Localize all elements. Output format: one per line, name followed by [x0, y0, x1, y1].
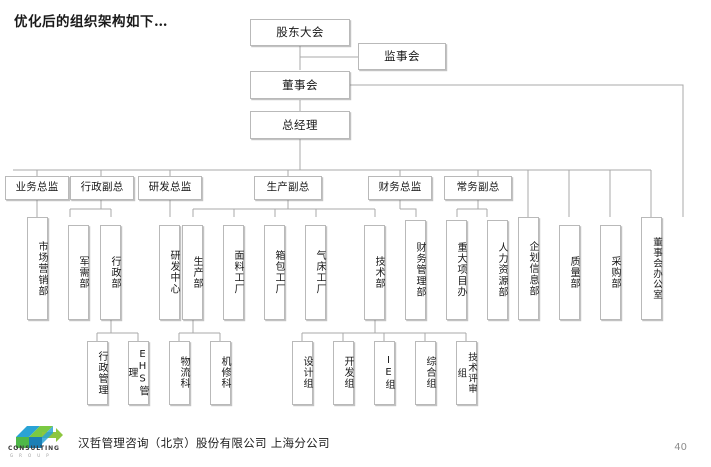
node-ie-group[interactable]: IE组	[374, 341, 395, 405]
node-quality-department[interactable]: 质量部	[559, 225, 580, 320]
node-rd-director[interactable]: 研发总监	[138, 176, 202, 200]
node-business-director[interactable]: 业务总监	[5, 176, 69, 200]
node-board-of-directors[interactable]: 董事会	[250, 71, 350, 99]
node-production-department[interactable]: 生产部	[182, 225, 203, 320]
node-finance-director[interactable]: 财务总监	[368, 176, 432, 200]
page-number: 40	[674, 442, 687, 453]
node-administration-department[interactable]: 行政部	[100, 225, 121, 320]
logo-wordmark: CONSULTING	[8, 445, 60, 452]
node-admin-vice-president[interactable]: 行政副总	[70, 176, 134, 200]
footer: CONSULTING G R O U P 汉哲管理咨询（北京）股份有限公司 上海…	[0, 411, 711, 467]
node-financial-management-department[interactable]: 财务管理部	[405, 220, 426, 320]
node-general-affairs-group[interactable]: 综合组	[415, 341, 436, 405]
node-planning-information-department[interactable]: 企划信息部	[518, 217, 539, 320]
footer-company-name: 汉哲管理咨询（北京）股份有限公司 上海分公司	[78, 436, 330, 450]
node-luggage-factory[interactable]: 箱包工厂	[264, 225, 285, 320]
node-military-supplies-department[interactable]: 军需部	[68, 225, 89, 320]
page-title: 优化后的组织架构如下…	[14, 14, 168, 30]
node-supervisory-board[interactable]: 监事会	[358, 43, 446, 70]
node-executive-vice-president[interactable]: 常务副总	[444, 176, 512, 200]
node-ehs-management-group[interactable]: EHS管理	[126, 341, 149, 405]
node-rd-center[interactable]: 研发中心	[159, 225, 180, 320]
consulting-logo-icon	[16, 426, 63, 448]
node-shareholders-meeting[interactable]: 股东大会	[250, 19, 350, 46]
node-technical-review-group[interactable]: 技术评审组	[455, 341, 477, 405]
node-marketing-department[interactable]: 市场营销部	[27, 217, 48, 320]
node-development-group[interactable]: 开发组	[333, 341, 354, 405]
node-admin-management-group[interactable]: 行政管理	[87, 341, 108, 405]
node-maintenance-section[interactable]: 机修科	[210, 341, 231, 405]
node-logistics-section[interactable]: 物流科	[169, 341, 190, 405]
node-procurement-department[interactable]: 采购部	[600, 225, 621, 320]
node-airbed-factory[interactable]: 气床工厂	[305, 225, 326, 320]
node-fabric-factory[interactable]: 面料工厂	[223, 225, 244, 320]
node-production-vice-president[interactable]: 生产副总	[254, 176, 322, 200]
logo-subtext: G R O U P	[10, 453, 52, 458]
node-general-manager[interactable]: 总经理	[250, 111, 350, 139]
node-technology-department[interactable]: 技术部	[364, 225, 385, 320]
node-human-resources-department[interactable]: 人力资源部	[487, 220, 508, 320]
node-design-group[interactable]: 设计组	[292, 341, 313, 405]
node-major-projects-office[interactable]: 重大项目办	[446, 220, 467, 320]
node-board-office[interactable]: 董事会办公室	[641, 217, 662, 320]
